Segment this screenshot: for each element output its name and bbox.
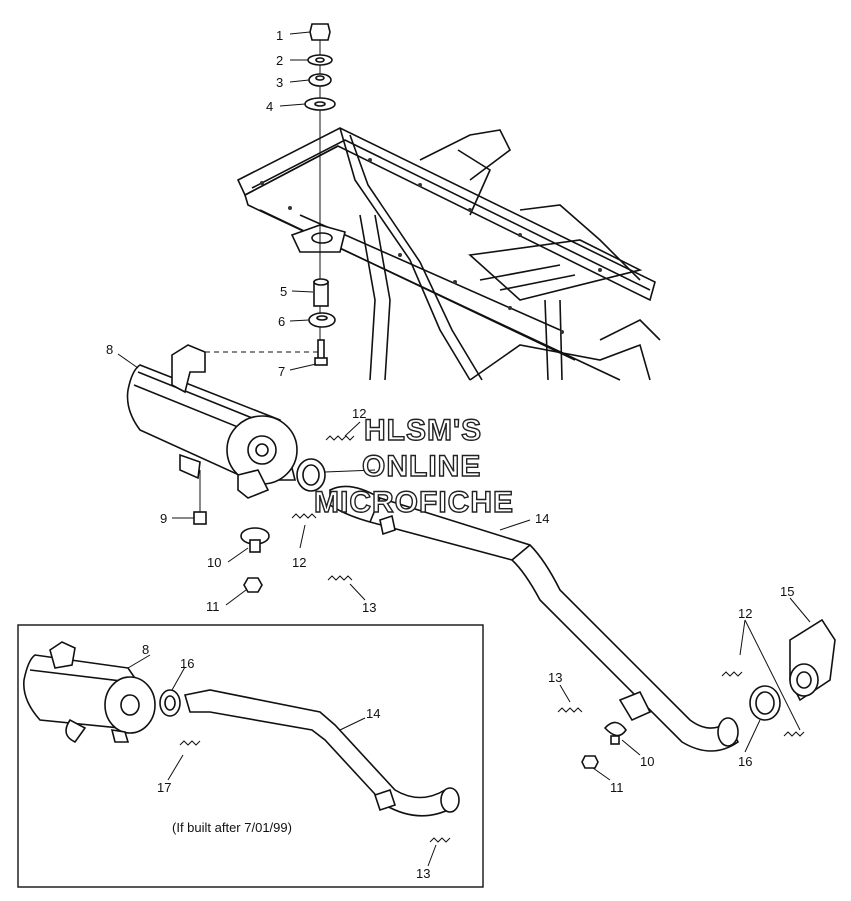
callout-5: 5: [280, 284, 287, 299]
callout-2: 2: [276, 53, 283, 68]
callout-6: 6: [278, 314, 285, 329]
callout-9: 9: [160, 511, 167, 526]
callout-8: 8: [106, 342, 113, 357]
callout-7: 7: [278, 364, 285, 379]
callout-11: 11: [206, 599, 220, 614]
callouts-main: 1 2 3 4 5 6 7 8 9 10 11 12 12 13 14 15 1…: [106, 28, 794, 795]
springs-main: [291, 435, 805, 737]
callout-11-b: 11: [610, 780, 624, 795]
callout-12-c: 12: [738, 606, 752, 621]
watermark-line-2: ONLINE: [362, 450, 481, 483]
muffler: [126, 344, 318, 499]
inset-gasket: [159, 689, 181, 717]
callout-13-a: 13: [362, 600, 376, 615]
callout-1: 1: [276, 28, 283, 43]
inset-pipe: [179, 689, 460, 843]
callout-14-main: 14: [535, 511, 549, 526]
bolt-9: [193, 470, 207, 525]
gasket-16-right: [749, 685, 781, 721]
callout-12-b: 12: [292, 555, 306, 570]
frame-assembly: [236, 127, 661, 381]
outlet-gasket-main: [296, 458, 326, 492]
callout-12-a: 12: [352, 406, 366, 421]
callout-10: 10: [207, 555, 221, 570]
leader-lines: [117, 31, 811, 867]
exhaust-pipe-main: [329, 485, 740, 752]
watermark: HLSM'S ONLINE MICROFICHE: [313, 413, 514, 519]
callout-3: 3: [276, 75, 283, 90]
watermark-line-1: HLSM'S: [364, 414, 482, 447]
mount-hardware-stack: [304, 23, 336, 366]
callout-inset-13: 13: [416, 866, 430, 881]
callout-16-main: 16: [738, 754, 752, 769]
callout-inset-17: 17: [157, 780, 171, 795]
callout-10-b: 10: [640, 754, 654, 769]
cap-and-nut-left: [240, 527, 627, 769]
watermark-line-3: MICROFICHE: [314, 486, 514, 519]
callout-inset-16: 16: [180, 656, 194, 671]
inset-caption: (If built after 7/01/99): [172, 820, 292, 835]
callout-inset-8: 8: [142, 642, 149, 657]
spark-arrestor: [789, 618, 836, 702]
callouts-inset: 8 16 14 17 13: [142, 642, 430, 881]
callout-inset-14: 14: [366, 706, 380, 721]
callout-15: 15: [780, 584, 794, 599]
inset-muffler: [23, 641, 156, 744]
callout-4: 4: [266, 99, 273, 114]
callout-13-b: 13: [548, 670, 562, 685]
inset-box: [17, 624, 484, 888]
